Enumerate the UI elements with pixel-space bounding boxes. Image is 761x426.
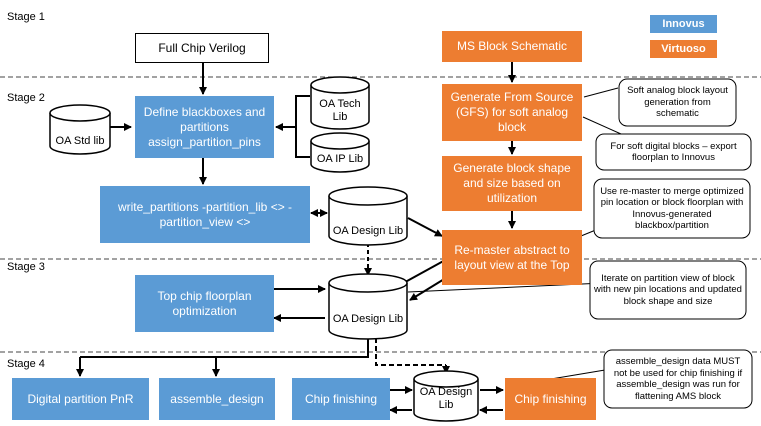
callout-soft-analog-frame: [618, 78, 737, 127]
cylinder-oa-design-lib-2: [328, 273, 408, 340]
oa-ip-lib-label: OA IP Lib: [316, 153, 364, 165]
oa-tech-lib-label: OA Tech Lib: [319, 98, 361, 123]
stage-3-label: Stage 3: [7, 261, 45, 273]
block-shape-box: Generate block shape and size based on u…: [442, 156, 582, 211]
legend-virtuoso: Virtuoso: [650, 40, 717, 58]
ms-block-schematic-box: MS Block Schematic: [442, 31, 582, 62]
assemble-design-box: assemble_design: [159, 378, 275, 420]
callout-remaster: Use re-master to merge optimized pin loc…: [600, 185, 744, 232]
cylinder-oa-design-lib-1: [328, 186, 408, 246]
cylinder-oa-design-lib-3: [413, 370, 479, 422]
chip-finishing-virtuoso-box: Chip finishing: [505, 378, 596, 420]
oa-design-lib-1-label: OA Design Lib: [332, 225, 404, 237]
oa-std-lib-label: OA Std lib: [55, 135, 105, 147]
stage-1-label: Stage 1: [7, 11, 45, 23]
callout-soft-analog: Soft analog block layout generation from…: [627, 85, 728, 120]
oa-design-lib-3-label: OA Design Lib: [419, 386, 473, 411]
gfs-box: Generate From Source (GFS) for soft anal…: [442, 84, 582, 141]
callout-soft-digital: For soft digital blocks – export floorpl…: [610, 140, 737, 164]
callout-iterate-frame: [589, 260, 747, 320]
remaster-box: Re-master abstract to layout view at the…: [442, 230, 582, 285]
cylinder-oa-tech-lib: [310, 76, 370, 130]
stage-2-label: Stage 2: [7, 92, 45, 104]
chip-finishing-innovus-box: Chip finishing: [292, 378, 390, 420]
stage-4-label: Stage 4: [7, 358, 45, 370]
callout-assemble: assemble_design data MUST not be used fo…: [613, 356, 743, 402]
oa-design-lib-2-label: OA Design Lib: [332, 313, 404, 325]
legend-innovus: Innovus: [650, 15, 717, 33]
top-floorplan-box: Top chip floorplan optimization: [135, 275, 274, 332]
full-chip-verilog-box: Full Chip Verilog: [135, 33, 269, 63]
write-partitions-box: write_partitions -partition_lib <> -part…: [100, 186, 310, 243]
callout-soft-digital-frame: [595, 133, 752, 171]
callout-iterate: Iterate on partition view of block with …: [594, 272, 742, 307]
define-blackboxes-box: Define blackboxes and partitions assign_…: [135, 96, 274, 158]
digital-partition-pnr-box: Digital partition PnR: [12, 378, 149, 420]
cylinder-oa-std-lib: [49, 104, 111, 155]
callout-remaster-frame: [593, 178, 751, 239]
cylinder-oa-ip-lib: [310, 132, 370, 173]
callout-assemble-frame: [603, 349, 753, 409]
